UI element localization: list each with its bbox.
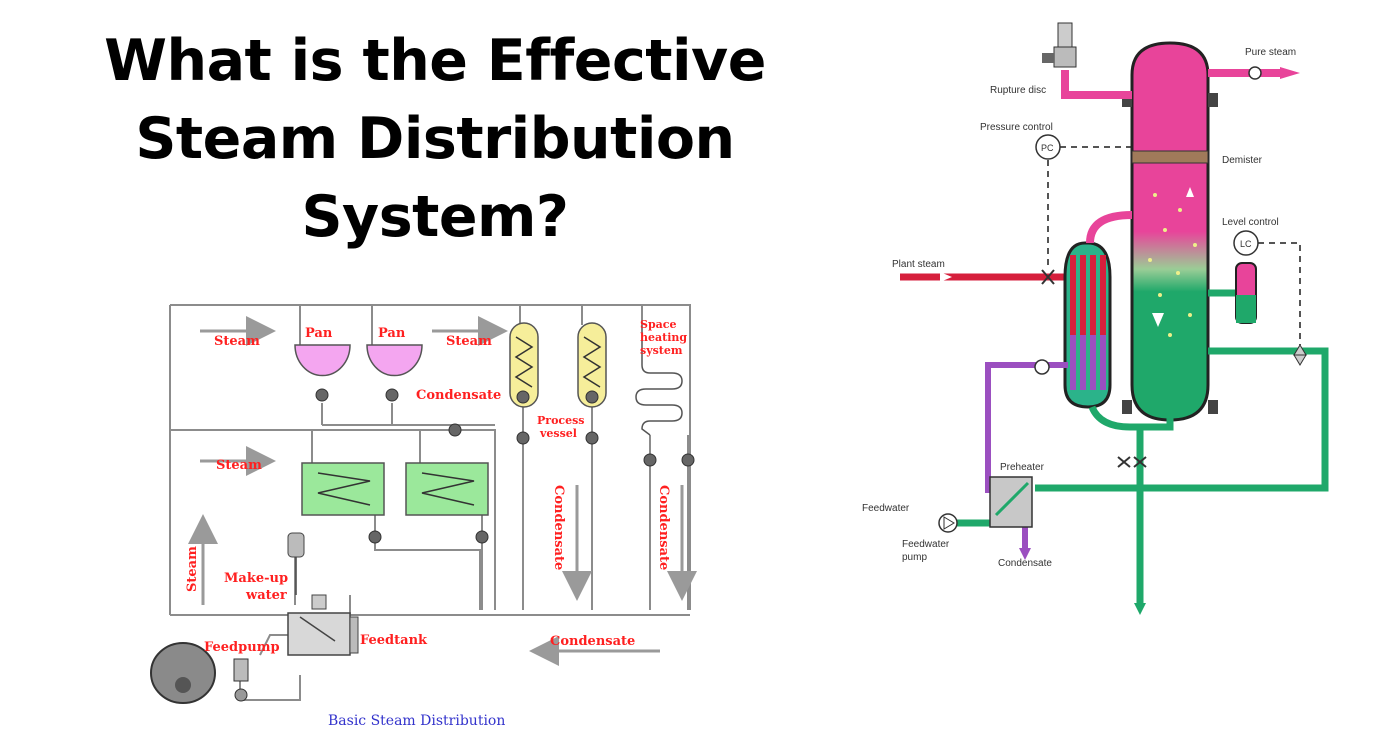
basic-steam-distribution-diagram: Steam Pan Pan Steam Space heating system… (150, 295, 710, 745)
level-control-pot (1235, 262, 1307, 366)
label-pressure-control: Pressure control (980, 122, 1053, 133)
control-lines (1047, 146, 1301, 345)
label-process-1: Process (537, 414, 585, 427)
label-steam-mid: Steam (216, 458, 262, 473)
label-steam-top-left: Steam (214, 334, 260, 349)
makeup-water-valve (287, 532, 327, 610)
left-diagram-svg: Steam Pan Pan Steam Space heating system… (150, 304, 697, 729)
label-steam-vertical: Steam (185, 546, 200, 592)
pressure-controller (1035, 134, 1061, 160)
evaporation-column (1122, 41, 1218, 422)
label-feedpump: Feedpump (204, 640, 280, 655)
feedtank (287, 612, 359, 656)
plant-steam-pipe (900, 272, 1070, 282)
flow-arrows (188, 316, 697, 666)
label-steam-top-mid: Steam (446, 334, 492, 349)
label-rupture-disc: Rupture disc (990, 85, 1046, 96)
pure-steam-valve (1248, 66, 1262, 80)
label-makeup-1: Make-up (224, 571, 288, 586)
label-plant-steam: Plant steam (892, 259, 945, 270)
pure-steam-generator-diagram: PC LC Rupture disc Pure steam Pressure c… (860, 15, 1340, 620)
preheater (989, 476, 1033, 528)
pure-steam-arrow (1280, 67, 1300, 79)
lc-label: LC (1240, 239, 1252, 249)
label-pan-1: Pan (305, 326, 333, 341)
right-diagram-svg: PC LC Rupture disc Pure steam Pressure c… (862, 22, 1329, 615)
pc-label: PC (1041, 143, 1054, 153)
label-condensate: Condensate (998, 558, 1052, 569)
feedwater-pump (938, 513, 958, 533)
process-vessel-2 (577, 322, 607, 408)
label-feedwater: Feedwater (862, 503, 910, 514)
label-demister: Demister (1222, 155, 1263, 166)
pure-steam-pipes (1061, 69, 1280, 99)
caption: Basic Steam Distribution (328, 713, 505, 729)
feedpump (233, 658, 249, 702)
label-feedwater-pump-1: Feedwater (902, 539, 950, 550)
label-pure-steam: Pure steam (1245, 47, 1296, 58)
label-condensate-vertical-1: Condensate (551, 485, 566, 570)
level-controller (1233, 230, 1259, 256)
title-line-3: System? (301, 184, 570, 250)
label-space-1: Space (640, 318, 676, 331)
boiler (150, 642, 216, 704)
title-line-2: Steam Distribution (135, 106, 735, 172)
label-condensate-bottom: Condensate (550, 634, 635, 649)
label-level-control: Level control (1222, 217, 1279, 228)
label-condensate-pans: Condensate (416, 388, 501, 403)
label-preheater: Preheater (1000, 462, 1045, 473)
bottom-drain-valve (1117, 456, 1147, 468)
demister-mesh (1131, 150, 1209, 164)
pan-1 (294, 344, 351, 377)
label-space-2: heating (640, 331, 687, 344)
label-pan-2: Pan (378, 326, 406, 341)
heat-exchanger-1 (301, 462, 385, 516)
label-process-2: vessel (539, 427, 577, 440)
label-feedwater-pump-2: pump (902, 552, 927, 563)
space-heating-coil (635, 325, 683, 436)
process-vessel-1 (509, 322, 539, 408)
label-condensate-vertical-2: Condensate (656, 485, 671, 570)
label-space-3: system (640, 344, 683, 357)
label-feedtank: Feedtank (360, 633, 428, 648)
page-title: What is the Effective Steam Distribution… (60, 22, 810, 256)
heat-exchanger-2 (405, 462, 489, 516)
pan-2 (366, 344, 423, 377)
label-makeup-2: water (245, 588, 287, 603)
steam-traps (315, 388, 695, 544)
rupture-disc (1042, 22, 1077, 68)
title-line-1: What is the Effective (104, 28, 766, 94)
plant-steam-valve (1041, 269, 1055, 285)
heating-calandria (1063, 211, 1133, 409)
